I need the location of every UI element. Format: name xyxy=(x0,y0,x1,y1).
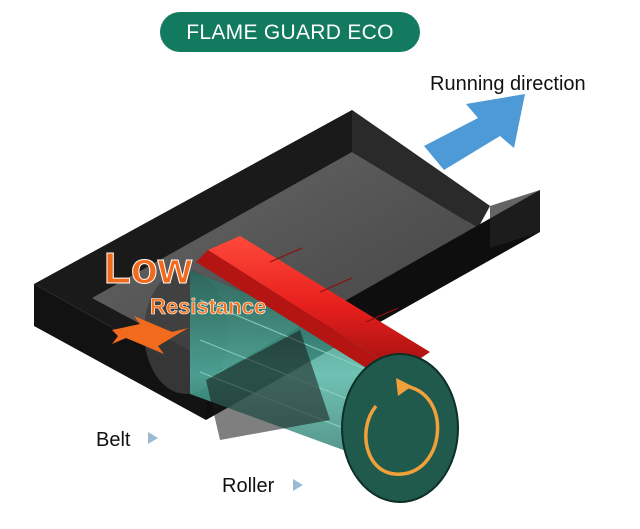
red-belt-seam xyxy=(365,307,399,323)
red-belt-seam xyxy=(319,277,353,293)
roller-front xyxy=(341,353,459,503)
red-belt-seam xyxy=(269,247,303,263)
belt-left-face xyxy=(34,284,206,420)
belt-inner-right-wall xyxy=(352,110,490,228)
roller-pointer-icon xyxy=(293,479,303,491)
title-badge: FLAME GUARD ECO xyxy=(160,12,420,52)
belt-pointer-icon xyxy=(148,432,158,444)
rotation-arrow-head-icon xyxy=(396,378,412,396)
running-direction-label: Running direction xyxy=(430,73,586,95)
roller-front-face xyxy=(341,353,459,503)
resistance-label: Resistance xyxy=(150,294,266,319)
running-direction-arrow xyxy=(424,94,525,170)
red-belt-strip xyxy=(196,236,430,384)
friction-arrow-icon xyxy=(112,316,188,354)
roller-label: Roller xyxy=(222,475,275,497)
title-badge-background xyxy=(160,12,420,52)
belt-right-edge xyxy=(490,190,540,248)
rotation-arrow-icon xyxy=(364,384,440,476)
red-belt-edge xyxy=(196,250,400,384)
red-belt-surface xyxy=(208,236,430,372)
low-label: Low xyxy=(104,244,193,293)
title-text: FLAME GUARD ECO xyxy=(186,21,394,44)
belt-over-roller xyxy=(206,330,330,440)
belt-label: Belt xyxy=(96,429,131,451)
